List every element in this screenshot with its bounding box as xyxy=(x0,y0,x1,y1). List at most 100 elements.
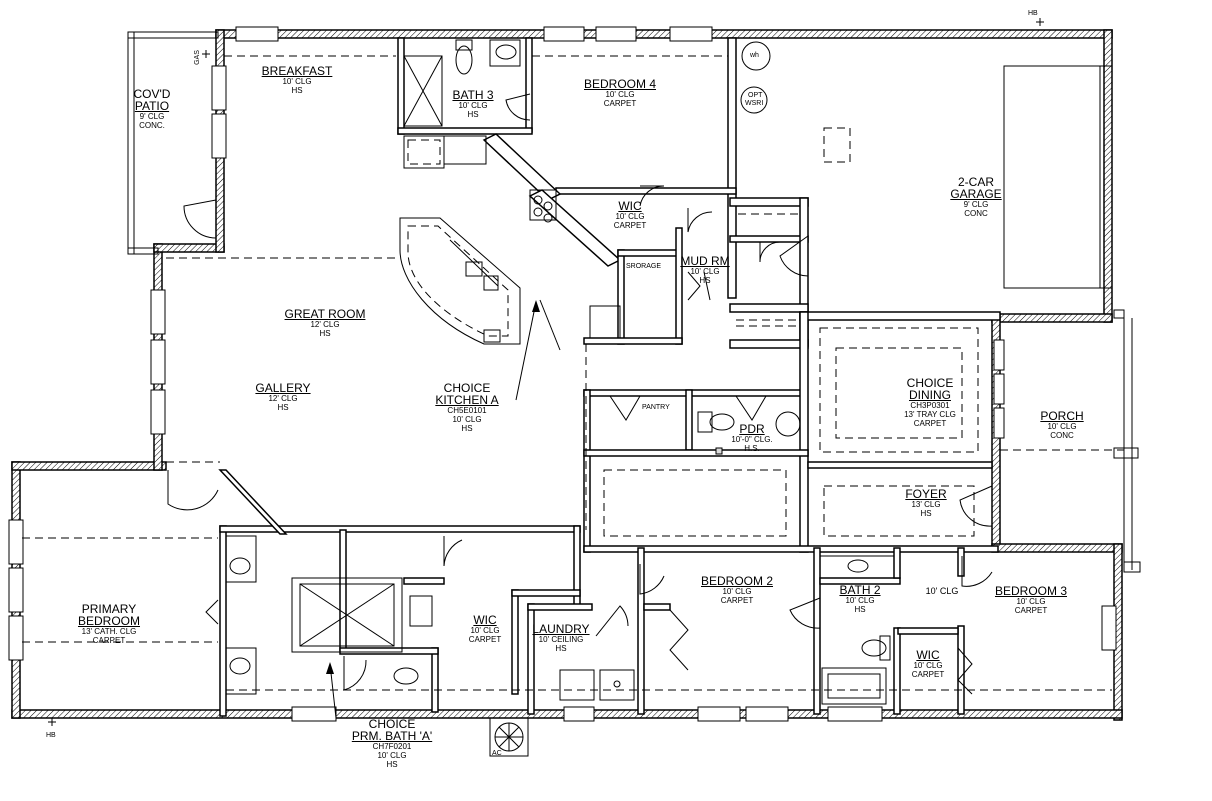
wic-bed3-floor: CARPET xyxy=(911,670,945,679)
label-primary-bath: CHOICE PRM. BATH 'A' CH7F0201 10' CLG HS xyxy=(352,718,432,769)
bath2-floor: HS xyxy=(854,605,866,614)
wic-bed3-title: WIC xyxy=(916,648,940,662)
dining-ceiling: 13' TRAY CLG xyxy=(904,410,956,419)
foyer-ceiling: 13' CLG xyxy=(911,500,941,509)
label-great-room: GREAT ROOM 12' CLG HS xyxy=(285,308,366,338)
leader-arrows xyxy=(326,271,711,719)
bedroom2-floor: CARPET xyxy=(720,596,754,605)
hose-bibs xyxy=(48,18,1044,726)
kitchen-floor: HS xyxy=(461,424,473,433)
kitchen-title-1: CHOICE xyxy=(443,381,491,395)
laundry-ceiling: 10' CEILING xyxy=(538,635,584,644)
breakfast-floor: HS xyxy=(291,86,303,95)
bedroom4-floor: CARPET xyxy=(603,99,637,108)
bath2-title: BATH 2 xyxy=(839,583,881,597)
kitchen-title-2: KITCHEN A xyxy=(435,393,499,407)
label-bedroom3: BEDROOM 3 10' CLG CARPET xyxy=(995,585,1067,615)
laundry-title: LAUNDRY xyxy=(532,622,590,636)
bedroom3-floor: CARPET xyxy=(1014,606,1048,615)
garage-ceiling: 9' CLG xyxy=(963,200,989,209)
label-bedroom4: BEDROOM 4 10' CLG CARPET xyxy=(584,78,656,108)
porch-outline xyxy=(1000,309,1141,573)
label-kitchen: CHOICE KITCHEN A CH5E0101 10' CLG HS xyxy=(435,382,498,433)
porch-ceiling: 10' CLG xyxy=(1047,422,1077,431)
bedroom3-title: BEDROOM 3 xyxy=(994,584,1068,598)
bath2-ceiling: 10' CLG xyxy=(845,596,875,605)
windows xyxy=(8,26,1117,722)
bedroom3-ceiling: 10' CLG xyxy=(1016,597,1046,606)
wsri-label: WSRI xyxy=(745,100,764,107)
wic-primary-title: WIC xyxy=(473,613,497,627)
bath3-ceiling: 10' CLG xyxy=(458,101,488,110)
gallery-ceiling: 12' CLG xyxy=(268,394,298,403)
primary-bath-title-2: PRM. BATH 'A' xyxy=(351,729,433,743)
kitchen-ceiling: 10' CLG xyxy=(452,415,482,424)
garage-floor: CONC xyxy=(964,209,988,218)
label-pdr: PDR 10'-0" CLG. H.S. xyxy=(731,423,772,453)
label-garage: 2-CAR GARAGE 9' CLG CONC xyxy=(950,176,1001,218)
water-heater-label: wh xyxy=(750,52,759,59)
wic-top-ceiling: 10' CLG xyxy=(615,212,645,221)
breakfast-title: BREAKFAST xyxy=(261,64,333,78)
kitchen-code: CH5E0101 xyxy=(447,406,487,415)
pdr-title: PDR xyxy=(739,422,765,436)
bedroom2-ceiling: 10' CLG xyxy=(722,587,752,596)
hose-bib-label-bottom: HB xyxy=(46,732,56,739)
bedroom2-title: BEDROOM 2 xyxy=(700,574,774,588)
bedroom4-title: BEDROOM 4 xyxy=(583,77,657,91)
wic-bed3-ceiling: 10' CLG xyxy=(913,661,943,670)
foyer-title: FOYER xyxy=(905,487,947,501)
label-porch: PORCH 10' CLG CONC xyxy=(1040,410,1083,440)
label-mud-room: MUD RM 10' CLG HS xyxy=(680,255,729,285)
label-wic-top: WIC 10' CLG CARPET xyxy=(614,200,646,230)
dining-floor: CARPET xyxy=(913,419,947,428)
covd-patio-floor: CONC. xyxy=(139,121,165,130)
label-primary-bedroom: PRIMARY BEDROOM 13' CATH. CLG CARPET xyxy=(78,603,140,645)
label-foyer: FOYER 13' CLG HS xyxy=(905,488,946,518)
label-wic-primary: WIC 10' CLG CARPET xyxy=(469,614,501,644)
wic-primary-floor: CARPET xyxy=(468,635,502,644)
great-room-floor: HS xyxy=(319,329,331,338)
primary-bedroom-title-1: PRIMARY xyxy=(81,602,137,616)
great-room-title: GREAT ROOM xyxy=(284,307,366,321)
label-bedroom2: BEDROOM 2 10' CLG CARPET xyxy=(701,575,773,605)
label-bath2: BATH 2 10' CLG HS xyxy=(839,584,880,614)
label-laundry: LAUNDRY 10' CEILING HS xyxy=(532,623,589,653)
dining-title-2: DINING xyxy=(909,388,951,402)
label-breakfast: BREAKFAST 10' CLG HS xyxy=(262,65,333,95)
bedroom4-ceiling: 10' CLG xyxy=(605,90,635,99)
kitchen-island xyxy=(399,135,621,345)
interior-walls xyxy=(218,37,1001,717)
great-room-ceiling: 12' CLG xyxy=(310,320,340,329)
label-hall-ceiling: 10' CLG xyxy=(926,586,959,596)
gallery-floor: HS xyxy=(277,403,289,412)
label-bath3: BATH 3 10' CLG HS xyxy=(452,89,493,119)
wic-top-floor: CARPET xyxy=(613,221,647,230)
porch-title: PORCH xyxy=(1040,409,1084,423)
garage-title-1: 2-CAR xyxy=(957,175,995,189)
bath3-floor: HS xyxy=(467,110,479,119)
doors xyxy=(167,93,993,695)
primary-bath-title-1: CHOICE xyxy=(368,717,416,731)
gallery-title: GALLERY xyxy=(255,381,311,395)
gas-label: GAS xyxy=(193,50,201,65)
wic-primary-ceiling: 10' CLG xyxy=(470,626,500,635)
pdr-floor: H.S. xyxy=(744,444,760,453)
patio-outline xyxy=(127,31,219,255)
label-dining: CHOICE DINING CH3P0301 13' TRAY CLG CARP… xyxy=(904,377,956,428)
label-gallery: GALLERY 12' CLG HS xyxy=(255,382,310,412)
mud-room-ceiling: 10' CLG xyxy=(690,267,720,276)
bath3-title: BATH 3 xyxy=(452,88,494,102)
primary-bedroom-title-2: BEDROOM xyxy=(77,614,141,628)
mud-room-floor: HS xyxy=(699,276,711,285)
covd-patio-title-2: PATIO xyxy=(134,99,170,113)
porch-floor: CONC xyxy=(1050,431,1074,440)
pdr-ceiling: 10'-0" CLG. xyxy=(731,435,773,444)
ceiling-lines xyxy=(22,55,1112,691)
label-covd-patio: COV'D PATIO 9' CLG CONC. xyxy=(134,88,171,130)
laundry-floor: HS xyxy=(555,644,567,653)
covd-patio-ceiling: 9' CLG xyxy=(139,112,165,121)
exterior-walls xyxy=(11,29,1123,721)
primary-bedroom-ceiling: 13' CATH. CLG xyxy=(81,627,137,636)
mud-room-title: MUD RM xyxy=(680,254,730,268)
